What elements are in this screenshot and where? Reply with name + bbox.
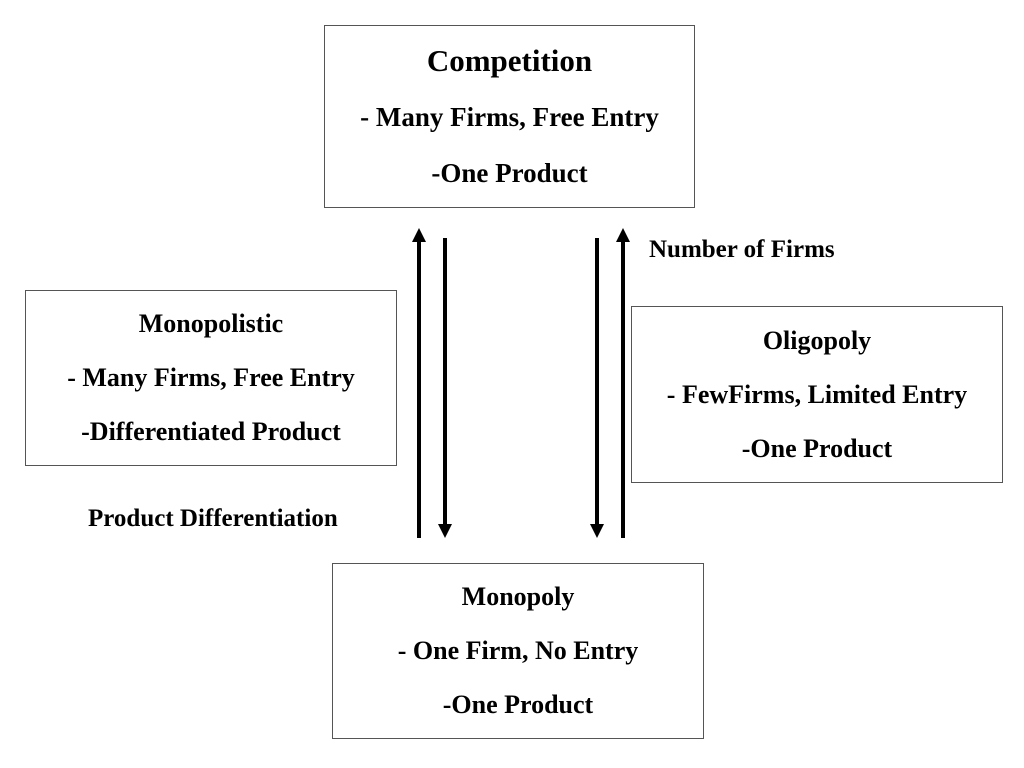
monopoly-line-firms: - One Firm, No Entry	[397, 636, 639, 665]
arrow-down-left-head	[438, 524, 452, 538]
monopolistic-box: Monopolistic - Many Firms, Free Entry -D…	[25, 290, 397, 466]
oligopoly-line-product: -One Product	[741, 433, 893, 463]
product-differentiation-label: Product Differentiation	[88, 505, 338, 532]
monopolistic-line-firms: - Many Firms, Free Entry	[67, 363, 355, 392]
oligopoly-title: Oligopoly	[762, 325, 872, 355]
monopolistic-line-product: -Differentiated Product	[81, 417, 341, 446]
number-of-firms-label: Number of Firms	[649, 236, 835, 263]
competition-title: Competition	[426, 42, 593, 78]
monopoly-box: Monopoly - One Firm, No Entry -One Produ…	[332, 563, 704, 739]
arrow-up-right-head	[616, 228, 630, 242]
monopolistic-title: Monopolistic	[138, 309, 284, 338]
monopoly-line-product: -One Product	[442, 690, 594, 719]
competition-line-product: -One Product	[431, 157, 588, 188]
oligopoly-line-firms: - FewFirms, Limited Entry	[666, 379, 968, 409]
arrow-down-right-head	[590, 524, 604, 538]
oligopoly-box: Oligopoly - FewFirms, Limited Entry -One…	[631, 306, 1003, 483]
arrow-up-left-head	[412, 228, 426, 242]
competition-line-firms: - Many Firms, Free Entry	[360, 101, 659, 132]
competition-box: Competition - Many Firms, Free Entry -On…	[324, 25, 695, 208]
monopoly-title: Monopoly	[461, 582, 575, 611]
